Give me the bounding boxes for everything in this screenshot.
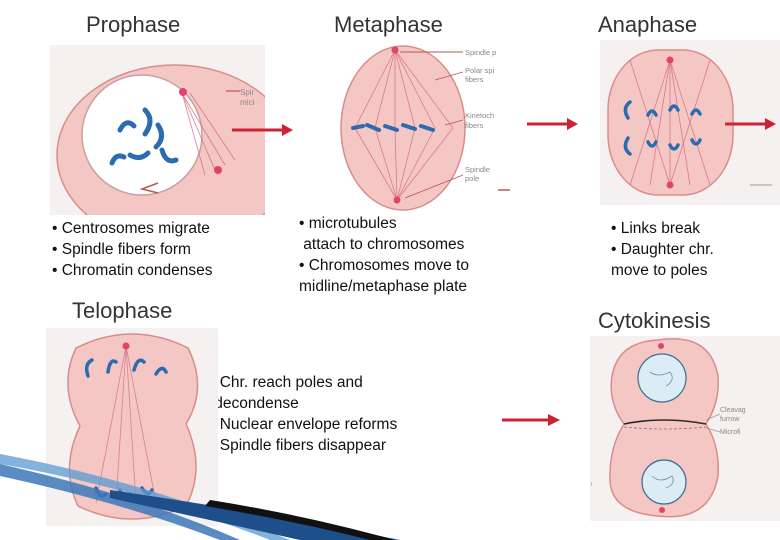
cytokinesis-label-2: furrow: [720, 416, 740, 423]
centrosome-icon: [214, 166, 222, 174]
metaphase-label-4: Kinetoch: [465, 111, 494, 120]
metaphase-label-2: Polar spi: [465, 66, 495, 75]
anaphase-cell: [607, 49, 734, 196]
metaphase-label-7: pole: [465, 174, 479, 183]
metaphase-bullet-4: midline/metaphase plate: [299, 278, 468, 295]
metaphase-leader-lines: [400, 51, 464, 199]
anaphase-caption: • Links break • Daughter chr. move to pole…: [611, 218, 714, 281]
telophase-bullet-4: • Spindle fibers disappear: [210, 437, 387, 454]
telophase-bullet-3: • Nuclear envelope reforms: [210, 416, 398, 433]
anaphase-bullet-3: move to poles: [611, 262, 708, 279]
cytokinesis-title: Cytokinesis: [598, 308, 711, 333]
prophase-label-2: mici: [240, 98, 254, 107]
metaphase-label-5: fibers: [465, 121, 484, 130]
caret-icon: ›: [590, 479, 593, 488]
metaphase-bullet-3: • Chromosomes move to: [299, 257, 469, 274]
metaphase-caption: • microtubules attach to chromosomes • Ch…: [299, 213, 469, 297]
anaphase-spindle: [629, 59, 711, 186]
anaphase-bullet-1: • Links break: [611, 220, 700, 237]
centrosome-icon: [658, 343, 664, 349]
metaphase-cell-figure: Spindle p Polar spi fibers Kinetoch fibe…: [340, 45, 510, 211]
daughter-nucleus-top: [637, 353, 687, 403]
spindle-pole-icon: [393, 196, 401, 204]
prophase-title: Prophase: [86, 12, 181, 37]
pointer-arrow-icon: [139, 182, 159, 194]
metaphase-bullet-1: • microtubules: [299, 215, 397, 232]
telophase-spindle: [95, 345, 157, 504]
metaphase-title: Metaphase: [334, 12, 443, 37]
metaphase-cell: [340, 45, 466, 211]
arrow-metaphase-to-anaphase: [527, 118, 578, 130]
metaphase-label-1: Spindle p: [465, 48, 496, 57]
arrow-anaphase-to-telophase: [725, 118, 776, 130]
prophase-caption: • Centrosomes migrate • Spindle fibers fo…: [52, 218, 213, 281]
arrow-telophase-to-cytokinesis: [502, 414, 560, 426]
metaphase-spindle: [354, 49, 454, 201]
spindle-pole-icon: [122, 342, 130, 350]
cleavage-furrow: [623, 419, 707, 425]
metaphase-bullet-2: attach to chromosomes: [299, 236, 465, 253]
prophase-label-1: Spir: [240, 88, 255, 97]
daughter-nucleus-bottom: [641, 459, 687, 505]
metaphase-chromosomes: [351, 123, 435, 132]
anaphase-bullet-2: • Daughter chr.: [611, 241, 714, 258]
centrosome-icon: [179, 88, 187, 96]
cytokinesis-label-3: Microfi: [720, 429, 741, 436]
telophase-bullet-1: • Chr. reach poles and: [210, 374, 363, 391]
metaphase-label-3: fibers: [465, 75, 484, 84]
spindle-pole-icon: [666, 56, 674, 64]
prophase-bullet-2: • Spindle fibers form: [52, 241, 191, 258]
prophase-chromosomes: [109, 107, 179, 166]
nucleus-chromatin: [649, 371, 674, 489]
metaphase-label-6: Spindle: [465, 165, 490, 174]
microfilament-ring: [623, 426, 707, 430]
cytokinesis-cell-figure: Cleavag furrow Microfi ›: [590, 336, 780, 521]
anaphase-title: Anaphase: [598, 12, 698, 37]
prophase-spindle: [181, 92, 236, 176]
anaphase-chromosomes: [623, 100, 702, 156]
prophase-cell-figure: Spir mici: [50, 45, 265, 215]
telophase-bullet-2: decondense: [210, 395, 299, 412]
telophase-title: Telophase: [72, 298, 173, 323]
spindle-pole-icon: [666, 181, 674, 189]
arrow-prophase-to-metaphase: [232, 124, 293, 136]
centrosome-icon: [659, 507, 665, 513]
cytokinesis-label-1: Cleavag: [720, 407, 746, 414]
cytokinesis-cell: [609, 338, 719, 518]
spindle-pole-icon: [391, 46, 399, 54]
slide-swoosh-decoration: [0, 454, 400, 540]
prophase-bullet-3: • Chromatin condenses: [52, 262, 213, 279]
prophase-bullet-1: • Centrosomes migrate: [52, 220, 210, 237]
telophase-caption: • Chr. reach poles and decondense • Nucle…: [210, 372, 397, 456]
